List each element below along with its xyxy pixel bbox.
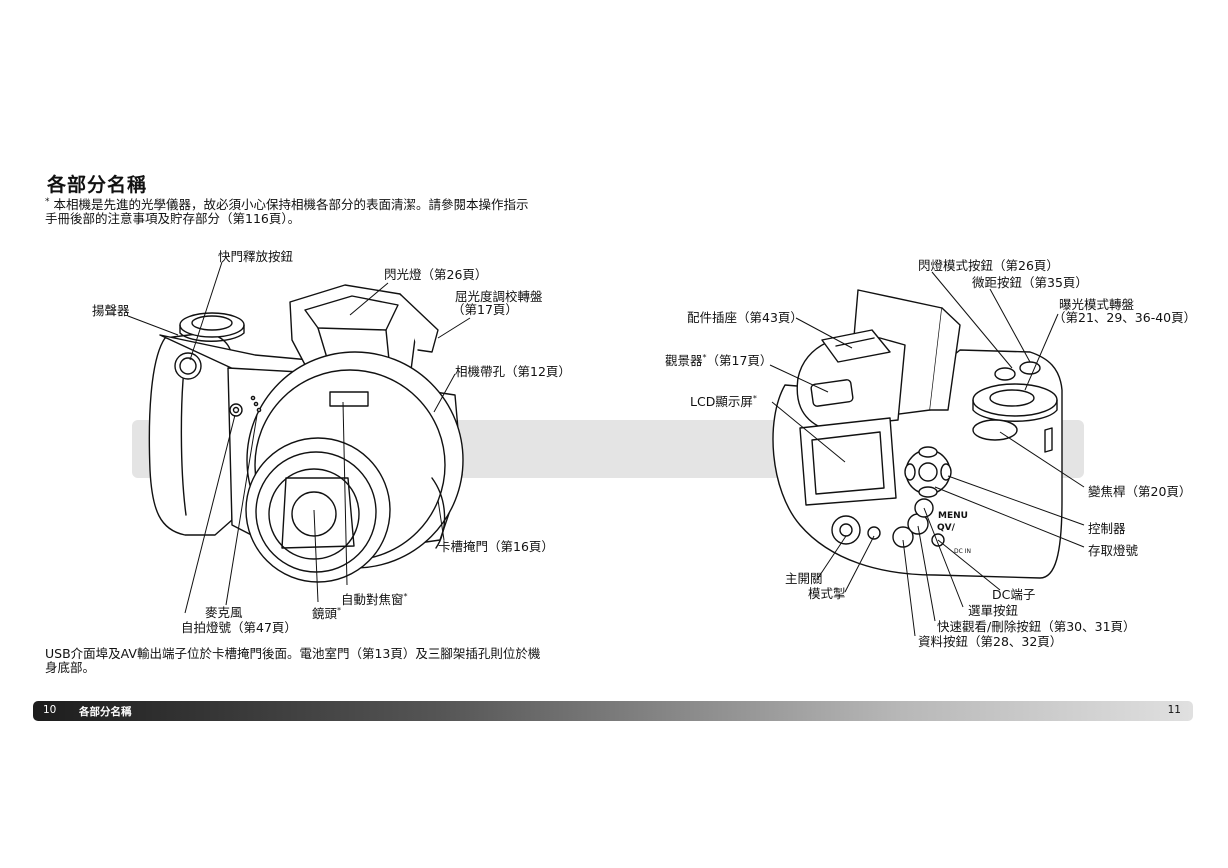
label-speaker: 揚聲器 (92, 303, 130, 318)
intro-paragraph: * 本相機是先進的光學儀器，故必須小心保持相機各部分的表面清潔。請參閱本操作指示… (45, 195, 529, 226)
label-hot-shoe: 配件插座（第43頁） (687, 310, 803, 325)
label-info-button: 資料按鈕（第28、32頁） (918, 634, 1063, 649)
label-controller: 控制器 (1088, 521, 1126, 536)
menu-mark: MENU (938, 511, 968, 521)
label-zoom-lever: 變焦桿（第20頁） (1088, 484, 1192, 499)
label-viewfinder: 觀景器*（第17頁） (665, 353, 773, 369)
back-camera-drawing (772, 289, 1063, 579)
intro-line-1: 本相機是先進的光學儀器，故必須小心保持相機各部分的表面清潔。請參閱本操作指示 (53, 197, 529, 213)
label-self-timer-lamp: 自拍燈號（第47頁） (181, 620, 297, 635)
label-flash-mode-button: 閃燈模式按鈕（第26頁） (918, 258, 1059, 273)
dc-mark: DC IN (954, 548, 971, 555)
page-footer-bar: 10 各部分名稱 11 (33, 701, 1193, 721)
intro-marker: * (45, 197, 50, 207)
page-title: 各部分名稱 (47, 174, 148, 196)
label-macro-button: 微距按鈕（第35頁） (972, 275, 1088, 290)
qv-mark: QV/ (937, 523, 956, 533)
front-camera-drawing (148, 284, 464, 583)
label-microphone: 麥克風 (205, 605, 243, 620)
page-number-right: 11 (1167, 704, 1181, 716)
label-shutter-button: 快門釋放按鈕 (218, 249, 294, 264)
label-lcd: LCD顯示屏* (690, 394, 757, 410)
label-mode-switch: 模式掣 (808, 586, 846, 601)
label-diopter-dial: 屈光度調校轉盤 (455, 289, 543, 304)
page-number-left: 10 (43, 704, 57, 716)
label-access-lamp: 存取燈號 (1088, 543, 1139, 558)
label-flash: 閃光燈（第26頁） (384, 267, 488, 282)
footnote-paragraph: USB介面埠及AV輸出端子位於卡槽掩門後面。電池室門（第13頁）及三腳架插孔則位… (45, 647, 540, 675)
leader-lines (127, 261, 1085, 637)
label-dc-terminal: DC端子 (992, 587, 1036, 602)
label-af-window: 自動對焦窗* (341, 592, 408, 608)
label-exposure-dial: 曝光模式轉盤 (1059, 297, 1135, 312)
label-card-door: 卡槽掩門（第16頁） (438, 539, 554, 554)
label-strap-eyelet: 相機帶孔（第12頁） (455, 364, 571, 379)
label-diopter-page: （第17頁） (452, 302, 518, 317)
label-menu-button: 選單按鈕 (968, 603, 1019, 618)
footer-section-title: 各部分名稱 (79, 706, 132, 718)
intro-line-2: 手冊後部的注意事項及貯存部分（第116頁）。 (45, 211, 301, 227)
label-main-switch: 主開關 (785, 571, 823, 586)
footnote-line-2: 身底部。 (45, 660, 96, 675)
label-exposure-dial-pages: （第21、29、36-40頁） (1053, 310, 1197, 325)
label-lens: 鏡頭* (312, 606, 342, 622)
footnote-line-1: USB介面埠及AV輸出端子位於卡槽掩門後面。電池室門（第13頁）及三腳架插孔則位… (45, 646, 541, 661)
label-quickview-button: 快速觀看/刪除按鈕（第30、31頁） (937, 619, 1136, 634)
